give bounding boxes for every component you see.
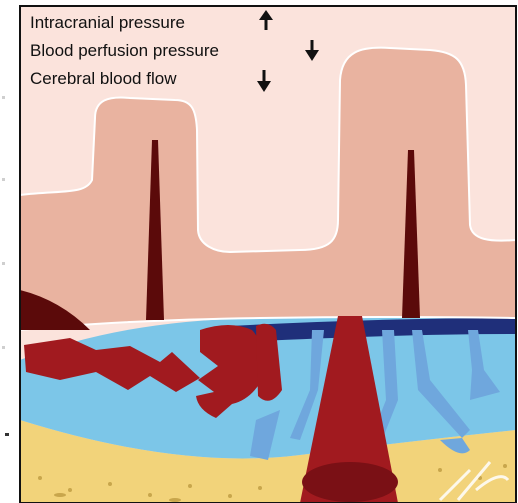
artery-cross-section bbox=[302, 462, 398, 502]
legend-label: Blood perfusion pressure bbox=[30, 41, 219, 60]
margin-tick-marks bbox=[2, 96, 9, 436]
legend-label: Cerebral blood flow bbox=[30, 69, 177, 88]
legend-label: Intracranial pressure bbox=[30, 13, 185, 32]
